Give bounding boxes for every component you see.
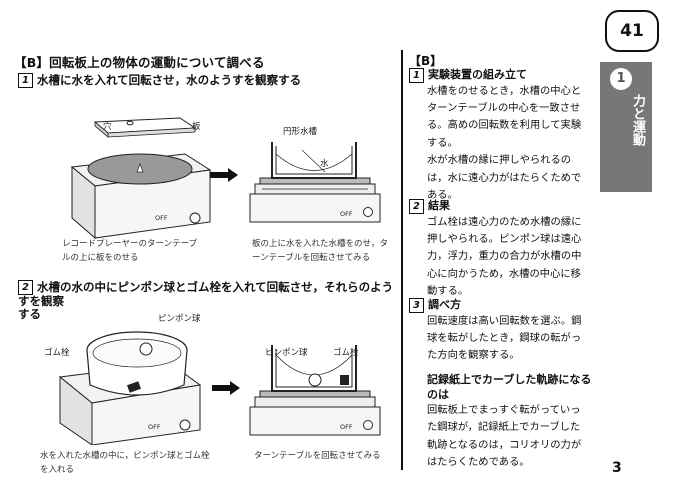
tank-cross-section — [249, 345, 381, 436]
step-1: 1 水槽に水を入れて回転させ，水のようすを観察する — [18, 72, 301, 88]
label-water: 水 — [320, 159, 329, 169]
page-number-bottom: 3 — [612, 460, 622, 476]
chapter-number-circle: 1 — [610, 68, 632, 90]
column-divider — [401, 50, 403, 470]
label-pingpong-2: ピンポン球 — [265, 348, 308, 358]
right-section-3: 3 調べ方 回転速度は高い回転数を選ぶ。鋼 球を転がしたとき，鋼球の転がっ た方向… — [409, 296, 607, 365]
step-text-line2: する — [18, 307, 41, 321]
figure-2 — [58, 331, 381, 445]
step-text: 水槽に水を入れて回転させ，水のようすを観察する — [37, 73, 302, 87]
tank-on-turntable-illustration — [249, 142, 381, 223]
section-heading: 【B】回転板上の物体の運動について調べる — [14, 55, 265, 70]
label-stopper-2: ゴム栓 — [333, 348, 359, 358]
section-number: 2 — [409, 198, 424, 214]
section-body: 回転速度は高い回転数を選ぶ。鋼 球を転がしたとき，鋼球の転がっ た方向を観察する… — [427, 314, 582, 362]
section-title: 実験装置の組み立て — [428, 68, 527, 81]
label-tank: 円形水槽 — [283, 127, 318, 137]
label-off-3: OFF — [148, 423, 161, 431]
step-number: 1 — [18, 73, 33, 88]
section-title: 結果 — [428, 199, 450, 212]
chapter-label: 力と運動 — [630, 94, 645, 146]
right-section-2: 2 結果 ゴム栓は遠心力のため水槽の縁に 押しやられる。ピンポン球は遠心 力，浮力… — [409, 197, 607, 301]
label-pingpong: ピンポン球 — [158, 314, 201, 324]
section-number: 1 — [409, 67, 424, 83]
section-title-cont: のは — [427, 388, 449, 401]
chapter-tab: 1 力と運動 — [600, 62, 652, 192]
step-number: 2 — [18, 280, 33, 295]
section-body: 水槽をのせるとき，水槽の中心と ターンテーブルの中心を一致させ る。高めの回転数… — [427, 84, 582, 201]
label-off-2: OFF — [340, 210, 353, 218]
caption-1b: 板の上に水を入れた水槽をのせ，ターンテーブルを回転させてみる — [252, 239, 389, 263]
section-title: 調べ方 — [428, 298, 461, 311]
turntable-illustration — [70, 153, 212, 240]
section-number: 3 — [409, 297, 424, 313]
right-section-4: 記録紙上でカーブした軌跡になる のは 回転板上でまっすぐ転がっていっ た鋼球が，… — [409, 372, 607, 472]
label-plate: 板 — [192, 122, 201, 132]
caption-2b: ターンテーブルを回転させてみる — [254, 451, 381, 461]
caption-1a: レコードプレーヤーのターンテーブルの上に板をのせる — [62, 239, 198, 263]
label-off-1: OFF — [155, 214, 168, 222]
step-text-line1: 水槽の水の中にピンポン球とゴム栓を入れて回転させ，それらのようすを観察 — [18, 280, 394, 308]
section-title: 記録紙上でカーブした軌跡になる — [427, 373, 592, 386]
caption-2a: 水を入れた水槽の中に，ピンポン球とゴム栓を入れる — [40, 451, 210, 475]
figure-1 — [70, 117, 381, 240]
label-stopper: ゴム栓 — [44, 348, 70, 358]
page-number-top: 41 — [605, 10, 659, 52]
right-heading: 【B】 — [409, 54, 443, 68]
plate-illustration — [93, 117, 197, 138]
section-body: ゴム栓は遠心力のため水槽の縁に 押しやられる。ピンポン球は遠心 力，浮力，重力の… — [427, 215, 582, 298]
section-body: 回転板上でまっすぐ転がっていっ た鋼球が，記録紙上でカーブした 軌跡となるのは，… — [427, 404, 582, 469]
tank-on-turntable-perspective — [58, 331, 202, 445]
right-section-1: 1 実験装置の組み立て 水槽をのせるとき，水槽の中心と ターンテーブルの中心を一致… — [409, 66, 607, 204]
label-hole: 穴 — [103, 122, 112, 132]
label-off-4: OFF — [340, 423, 353, 431]
